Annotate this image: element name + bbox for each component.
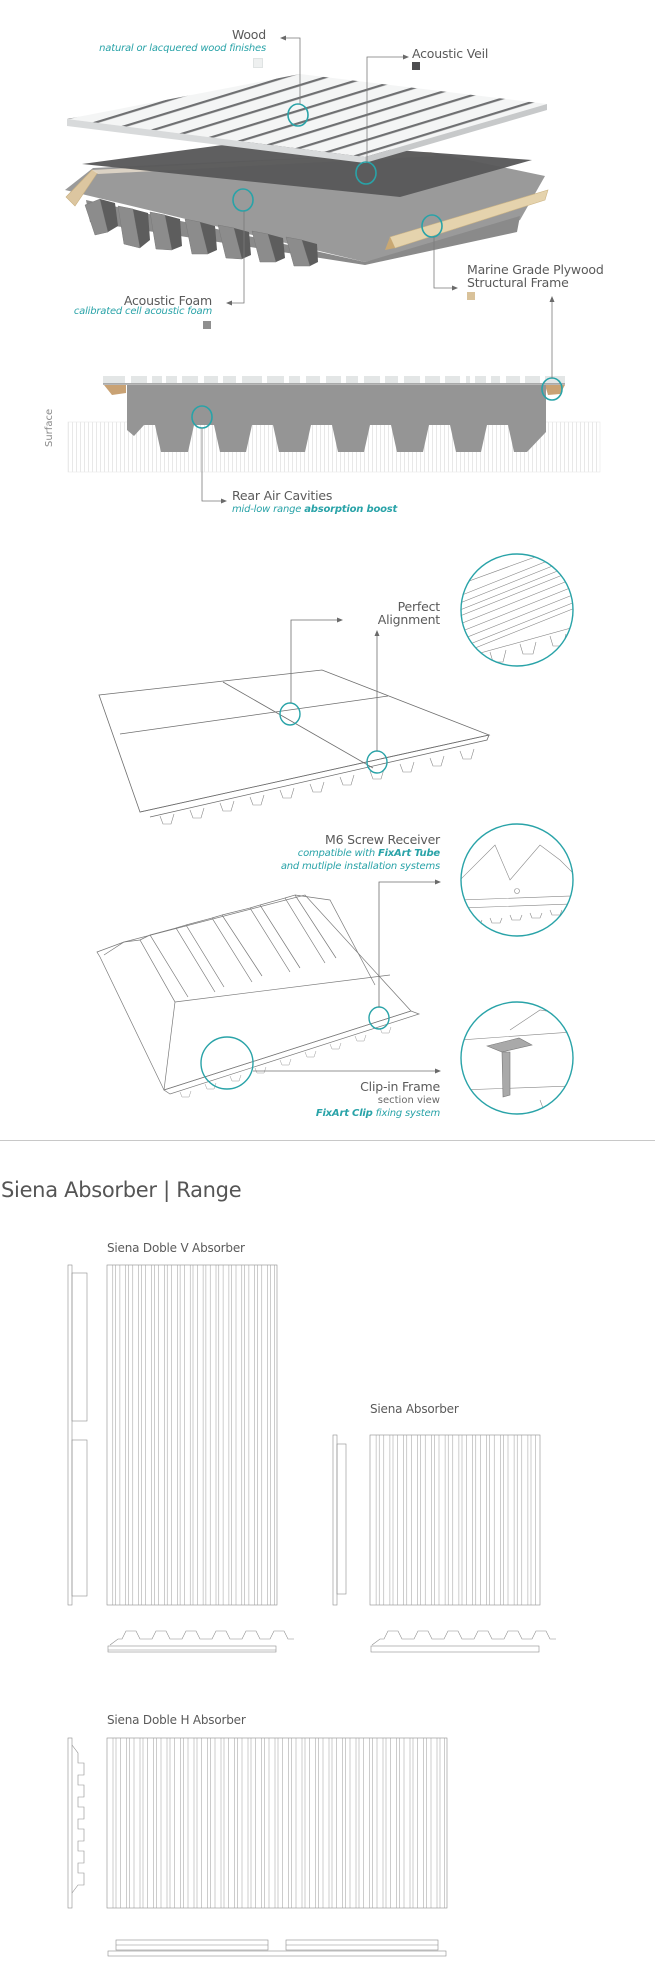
section-diagram xyxy=(67,296,601,504)
wood-layer xyxy=(67,74,547,163)
foam-swatch xyxy=(203,321,211,329)
acoustic-foam-sublabel: calibrated cell acoustic foam xyxy=(73,306,212,317)
acoustic-veil-label: Acoustic Veil xyxy=(412,46,489,61)
acoustic-foam-label: Acoustic Foam xyxy=(123,293,212,308)
wood-swatch xyxy=(253,58,263,68)
plywood-label-line1: Marine Grade Plywood xyxy=(467,262,604,277)
m6-screw-sublabel-1: compatible with FixArt Tube xyxy=(297,848,440,859)
acoustic-veil-layer xyxy=(82,140,532,197)
mounting-diagram xyxy=(96,894,421,1098)
clip-in-frame-label: Clip-in Frame xyxy=(360,1079,440,1094)
clip-in-frame-sublabel-1: section view xyxy=(377,1095,440,1106)
alignment-diagram xyxy=(98,669,491,825)
clip-in-frame-sublabel-2: FixArt Clip fixing system xyxy=(315,1108,440,1119)
screw-detail-circle xyxy=(460,823,574,937)
alignment-detail-circle xyxy=(460,553,574,667)
product-name-doble-h: Siena Doble H Absorber xyxy=(107,1713,246,1727)
surface-label: Surface xyxy=(44,408,55,447)
range-drawings xyxy=(67,1264,556,1957)
veil-swatch xyxy=(412,62,420,70)
wood-label: Wood xyxy=(231,27,266,42)
rear-air-cavities-label: Rear Air Cavities xyxy=(232,488,333,503)
product-name-doble-v: Siena Doble V Absorber xyxy=(107,1241,245,1255)
section-divider xyxy=(0,1140,655,1141)
callout-circles xyxy=(232,103,443,238)
plywood-label-line2: Structural Frame xyxy=(467,275,569,290)
wood-sublabel: natural or lacquered wood finishes xyxy=(99,43,266,54)
clip-detail-circle xyxy=(460,1001,574,1115)
product-name-siena: Siena Absorber xyxy=(370,1402,459,1416)
range-title: Siena Absorber | Range xyxy=(1,1178,242,1202)
rear-air-cavities-sublabel: mid-low range absorption boost xyxy=(232,504,398,515)
perfect-alignment-line1: Perfect xyxy=(397,599,441,614)
perfect-alignment-line2: Alignment xyxy=(377,612,440,627)
m6-screw-sublabel-2: and mutliple installation systems xyxy=(280,861,440,872)
m6-screw-label: M6 Screw Receiver xyxy=(325,832,440,847)
plywood-swatch xyxy=(467,292,475,300)
